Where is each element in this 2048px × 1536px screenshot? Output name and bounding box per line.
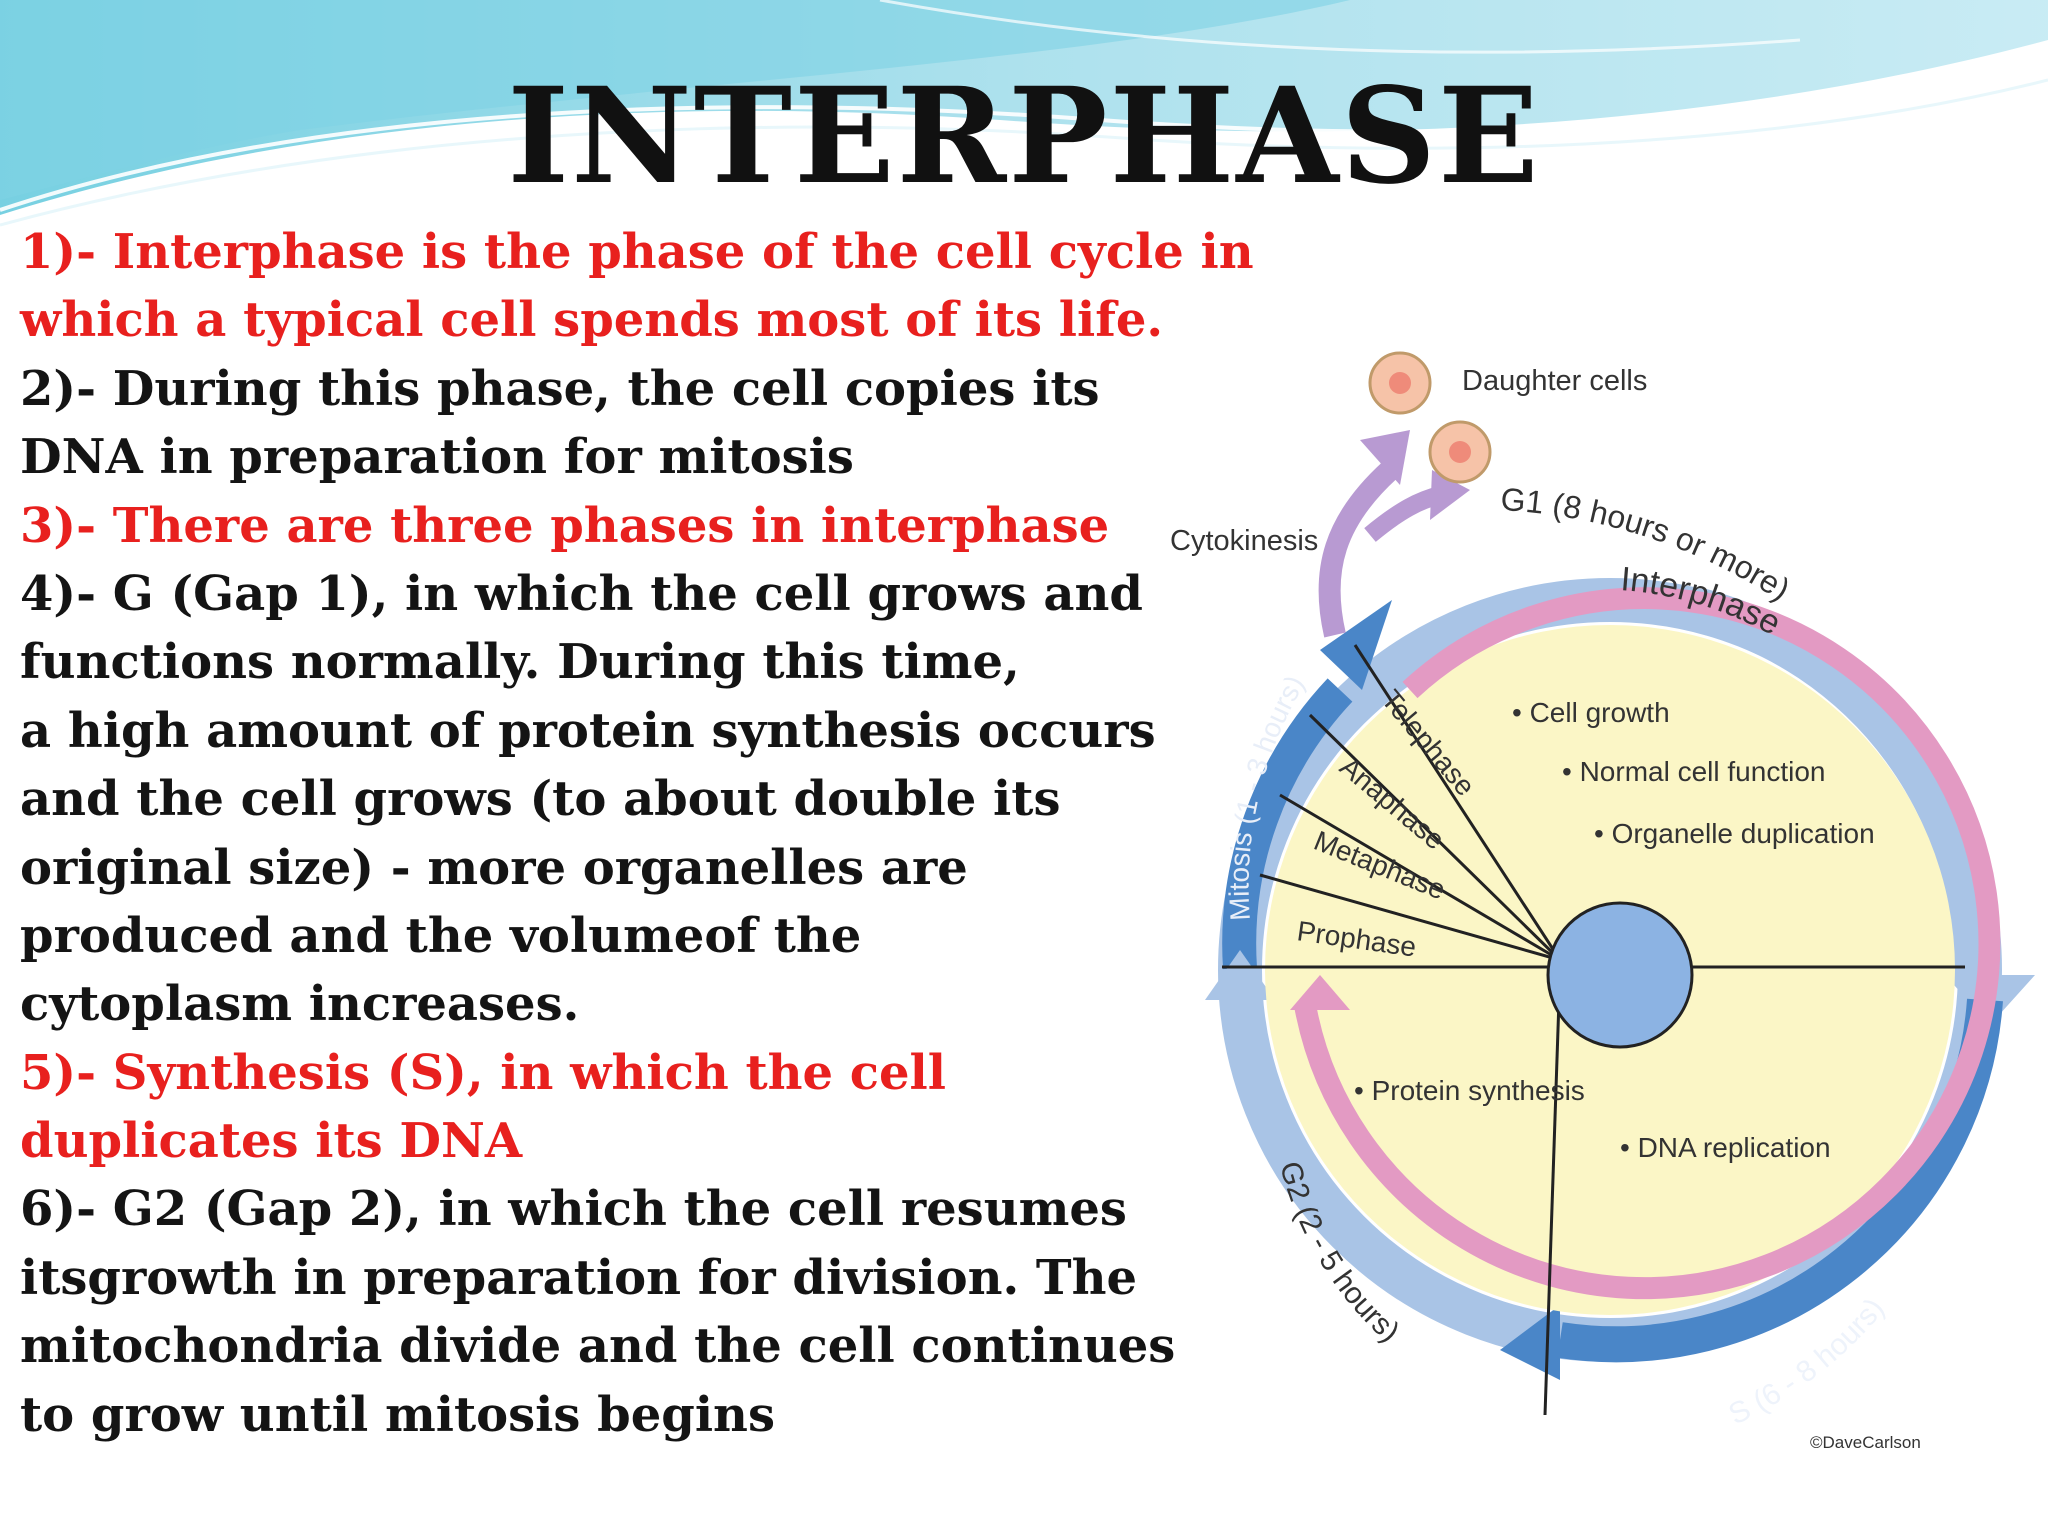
- text-line: 3)- There are three phases in interphase: [20, 497, 1110, 554]
- text-line: 6)- G2 (Gap 2), in which the cell resume…: [20, 1181, 1127, 1238]
- text-line: and the cell grows (to about double its: [20, 771, 1061, 828]
- text-line: 4)- G (Gap 1), in which the cell grows a…: [20, 565, 1143, 622]
- cytokinesis-arrow-head: [1430, 470, 1470, 520]
- interphase-ring-head: [1290, 975, 1350, 1010]
- divider-line: [1543, 969, 1562, 1416]
- slide-title: INTERPHASE: [507, 59, 1541, 214]
- cytokinesis-arrow: [1318, 461, 1398, 638]
- text-line: functions normally. During this time,: [20, 634, 1020, 691]
- nucleus: [1546, 901, 1694, 1049]
- header-wave-decoration: [0, 0, 2048, 227]
- cell-cycle-diagram: Daughter cells Cytokinesis G1 (8 hours o…: [1160, 340, 2048, 1480]
- s-bullet: • DNA replication: [1620, 1132, 1831, 1163]
- g1-bullet: • Organelle duplication: [1594, 818, 1875, 849]
- body-text: 1)- Interphase is the phase of the cell …: [20, 218, 1254, 1449]
- text-line: to grow until mitosis begins: [20, 1386, 775, 1443]
- g2-arrow-head: [1205, 950, 1275, 1000]
- interphase-ring: [1294, 587, 2001, 1300]
- g2-bullet: • Protein synthesis: [1354, 1075, 1585, 1106]
- text-line: DNA in preparation for mitosis: [20, 429, 854, 486]
- text-line: cytoplasm increases.: [20, 976, 580, 1033]
- text-line: a high amount of protein synthesis occur…: [20, 702, 1156, 759]
- text-line: 5)- Synthesis (S), in which the cell: [20, 1044, 946, 1101]
- text-line: 2)- During this phase, the cell copies i…: [20, 360, 1100, 417]
- daughter-cell-nucleus: [1449, 441, 1471, 463]
- text-line: original size) - more organelles are: [20, 839, 968, 896]
- text-line: produced and the volumeof the: [20, 907, 862, 964]
- credit-label: ©DaveCarlson: [1810, 1433, 1921, 1452]
- mitosis-line: [1279, 793, 1561, 962]
- mitosis-line: [1308, 713, 1562, 962]
- cytokinesis-arrow-head: [1360, 430, 1410, 485]
- g1-bullet: • Cell growth: [1512, 697, 1670, 728]
- text-line: duplicates its DNA: [20, 1113, 523, 1170]
- daughter-cell-nucleus: [1389, 372, 1411, 394]
- cytokinesis-label: Cytokinesis: [1170, 525, 1318, 557]
- text-line: which a typical cell spends most of its …: [20, 292, 1164, 349]
- s-arrow-head: [1500, 1305, 1560, 1380]
- g1-bullet: • Normal cell function: [1562, 756, 1825, 787]
- text-line: 1)- Interphase is the phase of the cell …: [20, 224, 1254, 280]
- text-line: itsgrowth in preparation for division. T…: [20, 1249, 1138, 1306]
- text-line: mitochondria divide and the cell continu…: [20, 1318, 1176, 1375]
- mitosis-line: [1259, 873, 1561, 962]
- cell-cycle-svg: Daughter cells Cytokinesis G1 (8 hours o…: [1170, 351, 2035, 1452]
- mitosis-line: [1353, 644, 1562, 961]
- daughter-cells-label: Daughter cells: [1462, 365, 1647, 397]
- g1-arrow: [1694, 588, 1998, 987]
- cytokinesis-arrow: [1364, 486, 1443, 542]
